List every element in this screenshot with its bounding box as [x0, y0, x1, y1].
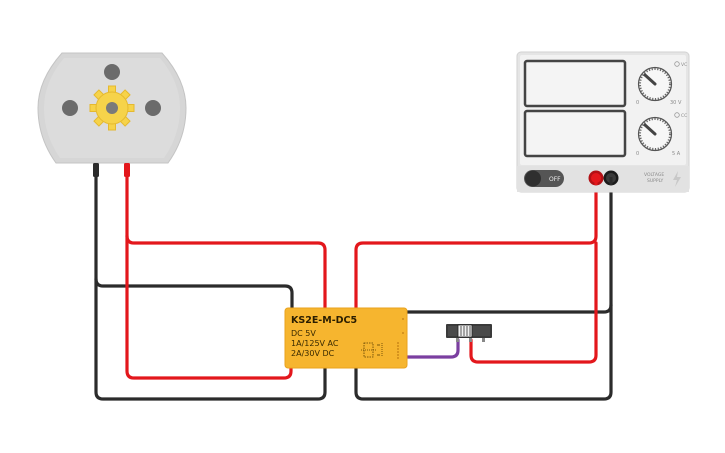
voltage-max-label: 30 V: [670, 100, 682, 106]
switch-pin-2[interactable]: [469, 338, 472, 342]
motor-terminal-positive[interactable]: [124, 163, 130, 177]
lightning-icon: [673, 171, 681, 187]
power-toggle-label: OFF: [549, 176, 561, 183]
wire-red-supply-to-relay[interactable]: [354, 177, 598, 311]
motor-mount-hole-left: [62, 100, 78, 116]
wire-black-supply-to-relay[interactable]: [403, 177, 613, 314]
voltage-knob[interactable]: [637, 66, 673, 102]
relay-body: [284, 307, 408, 369]
current-knob[interactable]: [637, 116, 673, 152]
relay-pins: [397, 318, 404, 359]
power-toggle[interactable]: OFF: [524, 170, 564, 187]
current-indicator-icon: [674, 112, 680, 118]
wire-black-supply-bottom[interactable]: [354, 303, 613, 401]
power-supply[interactable]: VC 0 30 V CC 0 5 A OFF VOLTAGE: [516, 51, 690, 193]
motor-mount-hole-top: [104, 64, 120, 80]
relay-schematic-icon: [361, 342, 383, 358]
motor-mount-hole-right: [145, 100, 161, 116]
relay-spec-3: 2A/30V DC: [291, 349, 335, 358]
dc-motor[interactable]: [37, 52, 187, 177]
relay-spec-1: DC 5V: [291, 329, 316, 338]
supply-terminal-positive[interactable]: [588, 170, 604, 186]
brand-line-2: SUPPLY: [647, 178, 663, 184]
switch-pin-1[interactable]: [456, 338, 459, 342]
supply-terminal-negative[interactable]: [603, 170, 619, 186]
wire-purple-relay-to-switch[interactable]: [403, 338, 460, 359]
relay-spec-2: 1A/125V AC: [291, 339, 339, 348]
svg-text:CC: CC: [681, 113, 687, 119]
wire-black-motor-bottom[interactable]: [94, 277, 327, 401]
voltage-min-label: 0: [636, 100, 639, 106]
wire-red-supply-to-switch[interactable]: [469, 241, 598, 364]
wire-red-motor-to-relay[interactable]: [125, 174, 327, 311]
wire-red-motor-bottom[interactable]: [125, 234, 293, 380]
current-min-label: 0: [636, 151, 639, 157]
svg-text:VC: VC: [681, 62, 687, 68]
relay-model-label: KS2E-M-DC5: [291, 315, 357, 326]
current-max-label: 5 A: [672, 151, 681, 157]
current-display: [523, 109, 627, 158]
voltage-display: [523, 59, 627, 108]
brand-line-1: VOLTAGE: [644, 172, 664, 178]
wires: [94, 174, 613, 401]
voltage-indicator-icon: [674, 61, 680, 67]
slide-switch[interactable]: [446, 324, 492, 342]
slide-switch-knob-icon[interactable]: [457, 324, 473, 338]
gear-icon: [89, 85, 135, 131]
switch-pin-3[interactable]: [482, 338, 485, 342]
motor-terminal-negative[interactable]: [93, 163, 99, 177]
relay-ks2e[interactable]: KS2E-M-DC5 DC 5V 1A/125V AC 2A/30V DC: [284, 307, 408, 369]
